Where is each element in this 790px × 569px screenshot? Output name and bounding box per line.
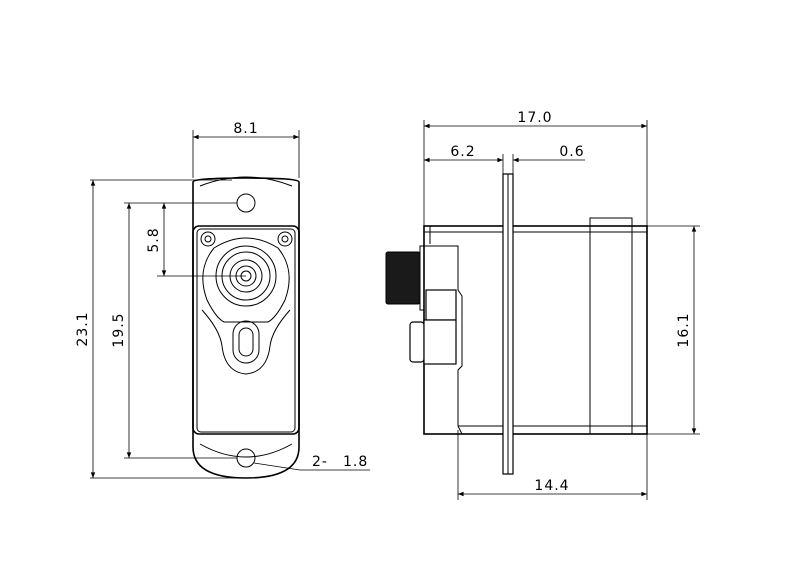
- front-view: 8.1 23.1 19.5 5.8 2- 1.8: [75, 121, 370, 479]
- front-hole-count-label: 2-: [312, 454, 328, 470]
- side-flange-thickness-label: 0.6: [559, 144, 584, 160]
- corner-screw-left: [200, 231, 216, 247]
- front-hole-diameter-label: 1.8: [343, 454, 368, 470]
- front-hole-spacing-label: 19.5: [111, 312, 127, 347]
- side-flange-offset-label: 6.2: [450, 144, 475, 160]
- side-height-label: 16.1: [676, 312, 692, 347]
- front-body: [192, 225, 300, 435]
- upper-mounting-hole: [236, 193, 256, 213]
- output-gear: [385, 251, 421, 305]
- lower-slot: [232, 320, 260, 364]
- front-width-label: 8.1: [233, 121, 258, 137]
- side-body: [423, 225, 648, 435]
- side-view: 17.0 6.2 0.6 16.1 14.4: [385, 110, 700, 500]
- side-body-length-label: 14.4: [534, 478, 569, 494]
- front-shaft-offset-label: 5.8: [146, 227, 162, 252]
- lower-mounting-hole: [236, 448, 256, 468]
- corner-screw-right: [277, 231, 293, 247]
- front-overall-height-label: 23.1: [75, 311, 91, 346]
- side-boss: [409, 321, 425, 363]
- side-overall-length-label: 17.0: [517, 110, 552, 126]
